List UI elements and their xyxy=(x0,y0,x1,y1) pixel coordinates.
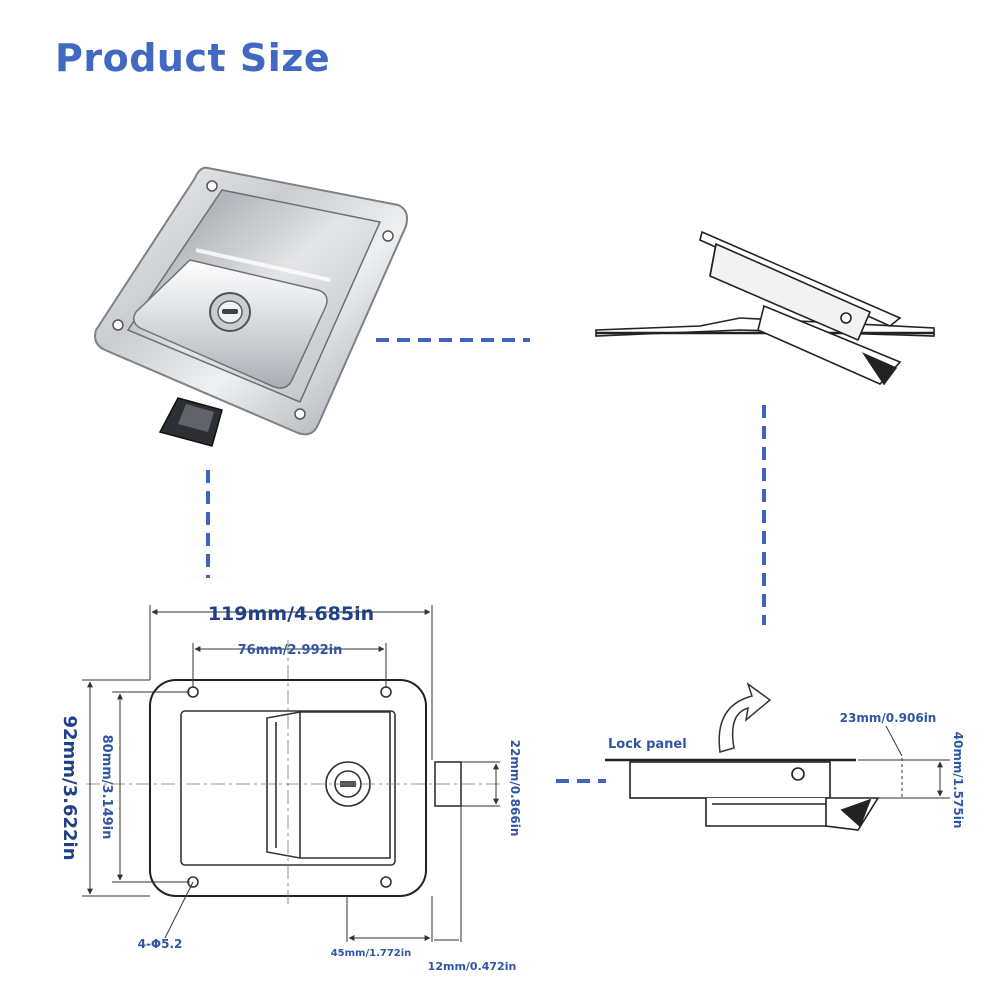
mount-hole xyxy=(112,319,124,331)
dashed-connectors xyxy=(206,338,766,783)
dim-holes: 4-Φ5.2 xyxy=(138,937,183,951)
dim-overall-height: 92mm/3.622in xyxy=(59,715,80,860)
side-dimension-lines xyxy=(858,725,950,800)
dimension-lines xyxy=(82,605,500,942)
side-view-perspective xyxy=(595,230,935,386)
mount-hole xyxy=(294,408,306,420)
side-view-drawing xyxy=(605,758,880,831)
dim-latch-height: 22mm/0.866in xyxy=(508,740,522,837)
dim-side-offset: 23mm/0.906in xyxy=(840,711,937,725)
mount-hole xyxy=(206,180,218,192)
mount-hole xyxy=(382,230,394,242)
dim-overall-width: 119mm/4.685in xyxy=(208,603,374,625)
centerlines xyxy=(86,640,500,905)
dim-depth: 45mm/1.772in xyxy=(331,948,412,959)
front-view-drawing xyxy=(149,679,462,897)
dim-hole-width: 76mm/2.992in xyxy=(238,643,343,658)
dim-hole-height: 80mm/3.149in xyxy=(99,735,114,840)
page-title: Product Size xyxy=(55,36,331,80)
dim-side-height: 40mm/1.575in xyxy=(951,732,965,829)
rotate-arrow-icon xyxy=(718,682,772,753)
dim-latch-width: 12mm/0.472in xyxy=(428,960,517,973)
latch-photo xyxy=(94,166,408,447)
key-cylinder xyxy=(209,292,251,332)
lock-panel-label: Lock panel xyxy=(608,737,687,752)
